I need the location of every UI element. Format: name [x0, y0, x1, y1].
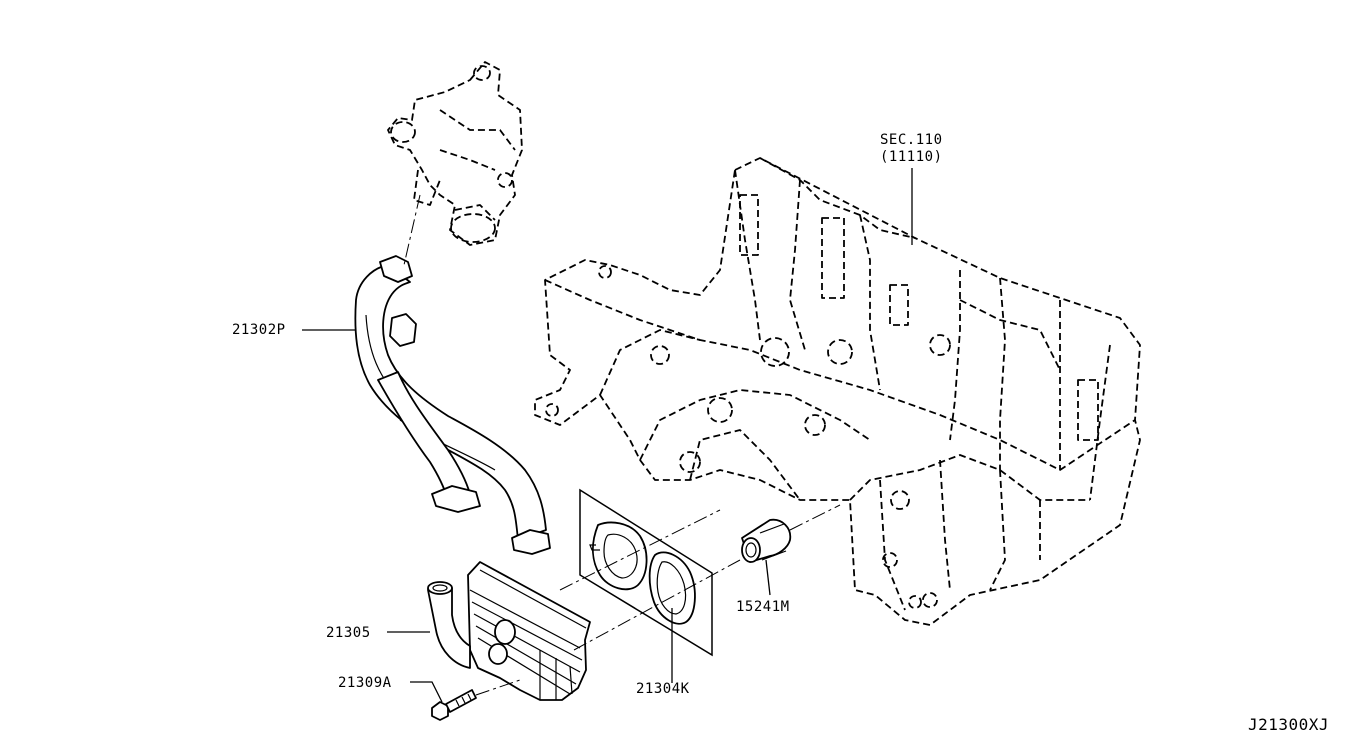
- bolt-part-number[interactable]: 21309A: [338, 675, 392, 691]
- sec-ref-label[interactable]: SEC.110: [880, 132, 943, 148]
- gasket[interactable]: [579, 488, 713, 657]
- diagram-id: J21300XJ: [1248, 715, 1329, 734]
- oil-cooler[interactable]: [427, 561, 591, 701]
- bolt[interactable]: [431, 689, 477, 721]
- labels: SEC.110 (11110) 21302P 21305 21309A 2130…: [232, 132, 1329, 734]
- sec-ref-code-label[interactable]: (11110): [880, 149, 943, 165]
- connector-part-number[interactable]: 15241M: [736, 599, 790, 615]
- leader-lines: [302, 168, 913, 703]
- gasket-part-number[interactable]: 21304K: [636, 681, 690, 697]
- water-outlet-housing-phantom: [387, 61, 523, 246]
- connector[interactable]: [741, 518, 792, 563]
- cylinder-block-phantom: [534, 157, 1141, 626]
- water-hose[interactable]: [354, 255, 551, 555]
- oil-cooler-part-number[interactable]: 21305: [326, 625, 371, 641]
- assembly-center-lines: [403, 194, 841, 696]
- hose-part-number[interactable]: 21302P: [232, 322, 286, 338]
